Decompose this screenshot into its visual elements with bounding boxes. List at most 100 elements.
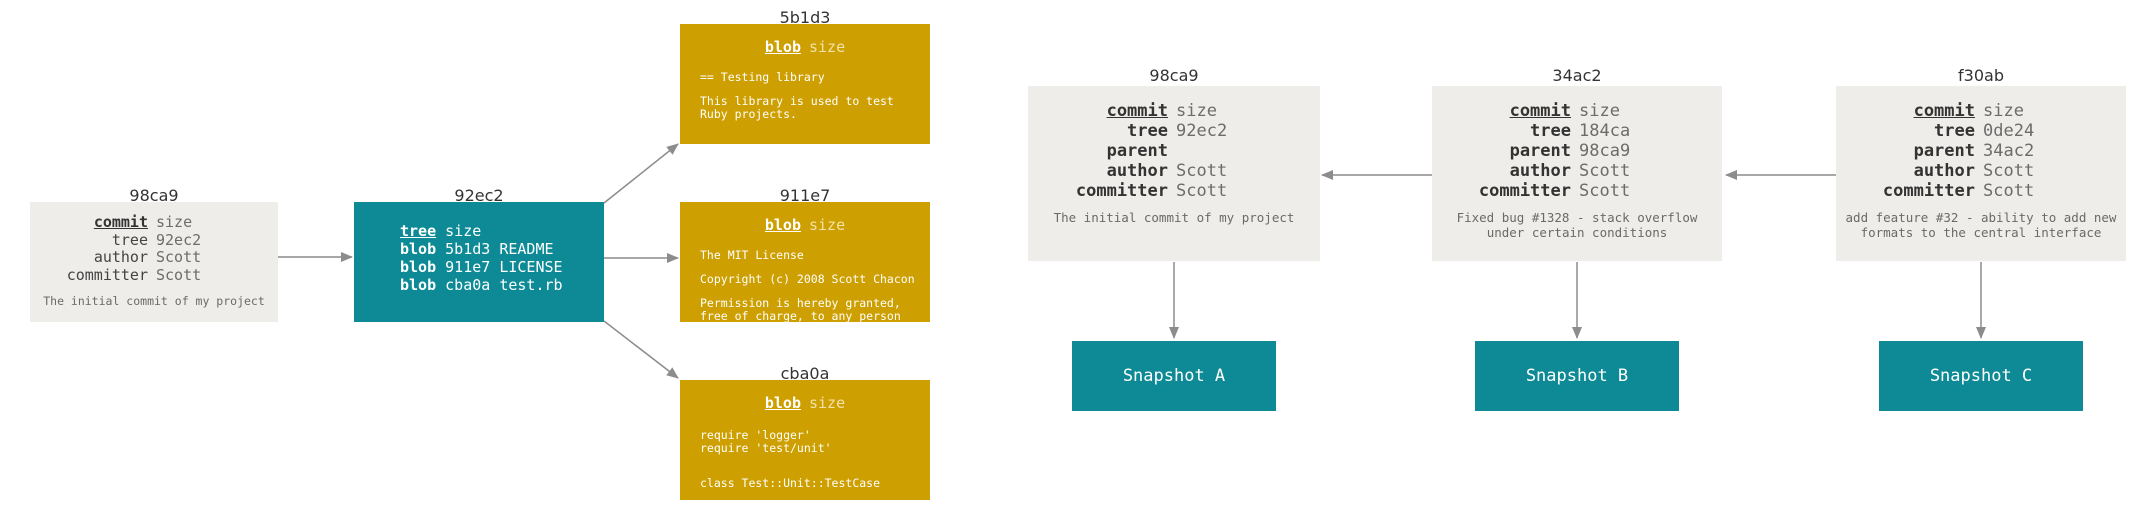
tree-entry: blob cba0a test.rb [400,276,563,294]
field-key: author [1913,161,1975,181]
field-key: committer [1882,181,1975,201]
field-value: Scott [1176,161,1228,181]
field-value: 92ec2 [156,230,202,249]
field-key: tree [1934,121,1975,141]
field-key: committer [66,265,148,284]
field-key: tree [1127,121,1168,141]
commit-message: add feature #32 - ability to add new [1845,210,2117,225]
field-key: author [1106,161,1168,181]
commit-message: under certain conditions [1486,225,1668,240]
field-key: commit [1106,101,1168,121]
entry-type: blob [400,258,437,276]
blob-header: blob size [680,38,930,56]
snapshot-box: Snapshot A [1072,341,1276,411]
commit-message: The initial commit of my project [1053,210,1295,225]
tree-entry: tree size [400,222,481,240]
blob-size: size [809,38,846,56]
field-key: commit [1913,101,1975,121]
field-key: parent [1106,141,1168,161]
arrow-tree-to-blob-5b1d3 [603,143,679,204]
blob-line: The MIT License [700,248,804,262]
field-key: committer [1075,181,1168,201]
blob-hash-label: cba0a [780,364,830,383]
field-key: tree [1530,121,1571,141]
blob-object-box: blob size == Testing library This library… [680,24,930,144]
blob-header: blob size [680,216,930,234]
blob-hash-label: 5b1d3 [779,8,831,27]
commit-hash-label: f30ab [1958,66,2004,85]
commit-hash-label: 34ac2 [1552,66,1602,85]
field-key: committer [1478,181,1571,201]
snapshot-box: Snapshot B [1475,341,1679,411]
blob-line: class Test::Unit::TestCase [700,476,881,490]
field-value: size [156,213,193,231]
entry-type: blob [400,276,437,294]
field-value: Scott [156,265,202,284]
arrow-tree-to-blob-cba0a [603,320,679,379]
field-key: commit [1509,101,1571,121]
field-value: Scott [1983,161,2035,181]
field-key: parent [1913,141,1975,161]
commit-hash-label: 98ca9 [1149,66,1199,85]
blob-line: Permission is hereby granted, [700,296,901,310]
tree-entry: blob 911e7 LICENSE [400,258,563,276]
entry-text: size [445,222,482,240]
field-key: parent [1509,141,1571,161]
blob-line: This library is used to test [700,94,894,108]
field-value: size [1579,101,1620,121]
blob-hash-label: 911e7 [779,186,831,205]
field-value: 34ac2 [1983,141,2035,161]
blob-header: blob size [680,394,930,412]
entry-type: tree [400,222,437,240]
tree-hash-label: 92ec2 [454,186,504,205]
blob-line: free of charge, to any person [700,309,901,322]
snapshot-box: Snapshot C [1879,341,2083,411]
blob-object-box: blob size require 'logger' require 'test/… [680,380,930,500]
field-value: Scott [1176,181,1228,201]
entry-type: blob [400,240,437,258]
field-value: 184ca [1579,121,1631,141]
blob-object-box: blob size The MIT License Copyright (c) 2… [680,202,930,322]
field-key: author [1509,161,1571,181]
blob-size: size [809,394,846,412]
field-key: commit [93,213,148,231]
blob-line: == Testing library [700,70,825,84]
entry-text: 911e7 LICENSE [445,258,563,276]
field-value: Scott [156,248,202,266]
field-value: 98ca9 [1579,141,1631,161]
entry-text: 5b1d3 README [445,240,554,258]
commit-message: Fixed bug #1328 - stack overflow [1456,210,1698,225]
blob-line: Ruby projects. [700,107,797,121]
tree-entry: blob 5b1d3 README [400,240,554,258]
tree-object-box: tree size blob 5b1d3 README blob 911e7 L… [354,202,604,322]
field-key: tree [111,230,148,249]
commit-hash-label: 98ca9 [129,186,179,205]
blob-line: require 'test/unit' [700,441,832,455]
field-key: author [93,248,148,266]
blob-label: blob [764,38,801,56]
field-value: Scott [1579,161,1631,181]
blob-label: blob [764,394,801,412]
field-value: Scott [1983,181,2035,201]
entry-text: cba0a test.rb [445,276,563,294]
field-value [1176,141,1320,161]
commit-message: The initial commit of my project [43,294,265,308]
commit-message: formats to the central interface [1860,225,2102,240]
field-value: size [1983,101,2024,121]
blob-line: Copyright (c) 2008 Scott Chacon [700,272,915,286]
blob-line: require 'logger' [700,428,811,442]
field-value: 92ec2 [1176,121,1228,141]
blob-size: size [809,216,846,234]
blob-label: blob [764,216,801,234]
field-value: size [1176,101,1217,121]
field-value: Scott [1579,181,1631,201]
